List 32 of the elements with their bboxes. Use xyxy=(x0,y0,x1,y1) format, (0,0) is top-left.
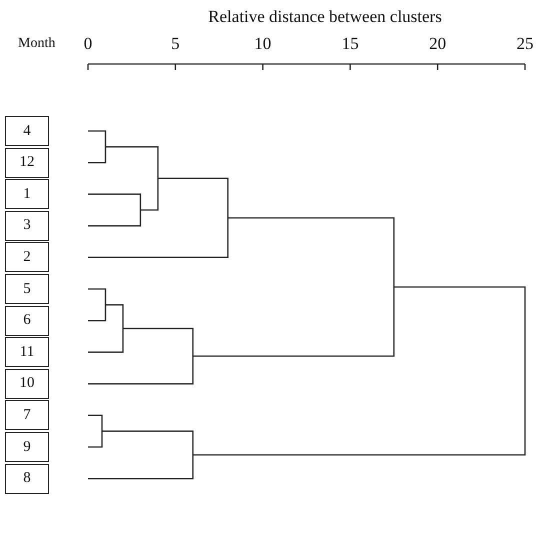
month-box xyxy=(5,274,49,304)
month-number: 4 xyxy=(23,122,31,140)
month-number: 7 xyxy=(23,406,31,424)
month-number: 3 xyxy=(23,217,31,234)
month-number: 10 xyxy=(20,375,34,392)
tick-label: 10 xyxy=(254,35,272,52)
tick-label: 0 xyxy=(84,35,92,52)
month-box xyxy=(5,242,49,272)
tick-label: 5 xyxy=(171,35,180,52)
month-number: 8 xyxy=(23,470,31,488)
month-box xyxy=(5,148,49,178)
month-box xyxy=(5,464,49,494)
month-number: 9 xyxy=(23,438,31,456)
month-box xyxy=(5,306,49,336)
month-box xyxy=(5,116,49,146)
month-box xyxy=(5,337,49,368)
month-number: 12 xyxy=(20,154,34,172)
month-number: 5 xyxy=(23,280,31,298)
month-number: 11 xyxy=(20,344,34,361)
tick-label: 15 xyxy=(342,35,359,52)
month-box xyxy=(5,179,49,210)
column-heading: Month xyxy=(18,37,56,51)
month-box xyxy=(5,368,49,399)
month-box xyxy=(5,400,49,430)
tick-label: 20 xyxy=(429,35,446,52)
chart-title: Relative distance between clusters xyxy=(208,8,442,25)
month-box xyxy=(5,210,49,241)
tick-label: 25 xyxy=(516,35,534,52)
month-box xyxy=(5,432,49,462)
month-number: 2 xyxy=(23,248,31,266)
month-number: 1 xyxy=(23,186,31,203)
month-number: 6 xyxy=(23,312,31,330)
